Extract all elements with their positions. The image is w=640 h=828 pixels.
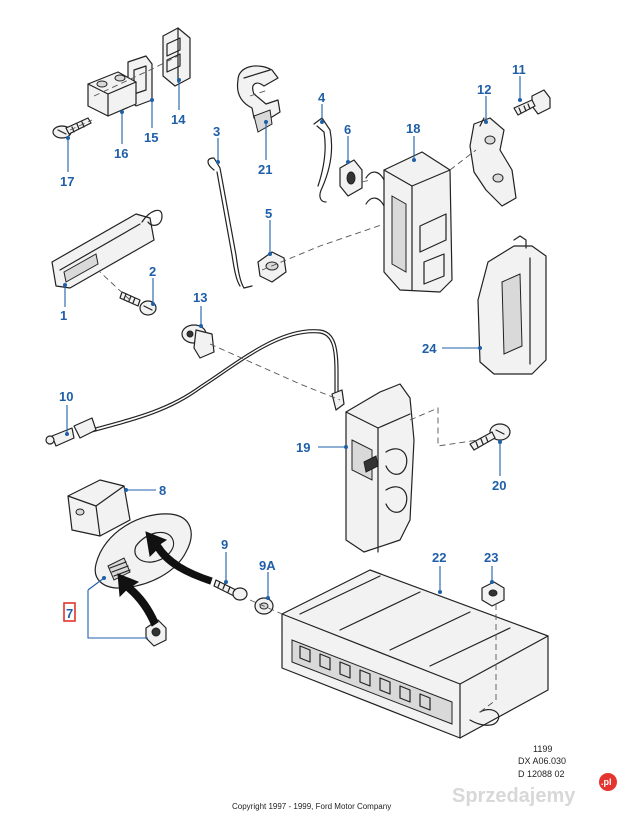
part-label-7-highlight <box>63 602 76 622</box>
part-label-14: 14 <box>171 112 186 127</box>
reference-line-3: D 12088 02 <box>518 769 565 779</box>
part-label-16: 16 <box>114 146 128 161</box>
part-label-4: 4 <box>318 90 326 105</box>
assembly-guide-lines <box>69 55 497 713</box>
watermark-badge-icon <box>599 773 617 791</box>
part-9-drawing <box>213 579 248 601</box>
part-label-23: 23 <box>484 550 498 565</box>
part-label-19: 19 <box>296 440 310 455</box>
part-label-24: 24 <box>422 341 437 356</box>
part-label-13: 13 <box>193 290 207 305</box>
part-10-drawing <box>45 329 345 447</box>
part-label-15: 15 <box>144 130 158 145</box>
part-13-drawing <box>181 324 215 359</box>
part-20-drawing <box>469 423 511 451</box>
part-label-8: 8 <box>159 483 166 498</box>
watermark-text: Sprzedajemy <box>452 785 576 807</box>
copyright-text: Copyright 1997 - 1999, Ford Motor Compan… <box>232 802 391 811</box>
part-18-drawing <box>365 151 453 293</box>
part-4-drawing <box>313 117 333 203</box>
part-label-6: 6 <box>344 122 351 137</box>
part-7-drawing <box>94 513 192 589</box>
part-23-drawing <box>481 581 505 607</box>
part-label-11: 11 <box>512 62 526 77</box>
part-3-drawing <box>207 157 253 289</box>
part-8-drawing <box>67 479 131 537</box>
reference-line-1: 1199 <box>533 744 552 754</box>
part-label-17: 17 <box>60 174 74 189</box>
part-label-3: 3 <box>213 124 220 139</box>
leader-lines <box>63 76 522 639</box>
part-label-12: 12 <box>477 82 491 97</box>
part-label-21: 21 <box>258 162 272 177</box>
part-label-18: 18 <box>406 121 420 136</box>
part-16-drawing <box>87 71 137 117</box>
part-label-7: 7 <box>66 606 73 621</box>
part-5-drawing <box>257 251 287 283</box>
part-22-drawing <box>281 569 549 739</box>
part-21-drawing <box>236 65 281 133</box>
part-label-20: 20 <box>492 478 506 493</box>
part-1-drawing <box>51 209 163 289</box>
part-17-drawing <box>52 117 92 139</box>
reference-line-2: DX A06.030 <box>518 756 566 766</box>
part-label-5: 5 <box>265 206 272 221</box>
part-19-drawing <box>345 383 415 553</box>
part-label-9: 9 <box>221 537 228 552</box>
part-label-22: 22 <box>432 550 446 565</box>
part-6-drawing <box>339 159 363 197</box>
part-12-drawing <box>469 117 517 207</box>
watermark-badge-text: .pl <box>601 777 612 787</box>
part-label-1: 1 <box>60 308 67 323</box>
part-label-9a: 9A <box>259 558 276 573</box>
part-24-drawing <box>477 235 547 375</box>
part-label-2: 2 <box>149 264 156 279</box>
assembly-arrows <box>117 531 213 627</box>
part-label-10: 10 <box>59 389 73 404</box>
part-2-drawing <box>119 291 157 316</box>
part-11-drawing <box>513 89 551 116</box>
